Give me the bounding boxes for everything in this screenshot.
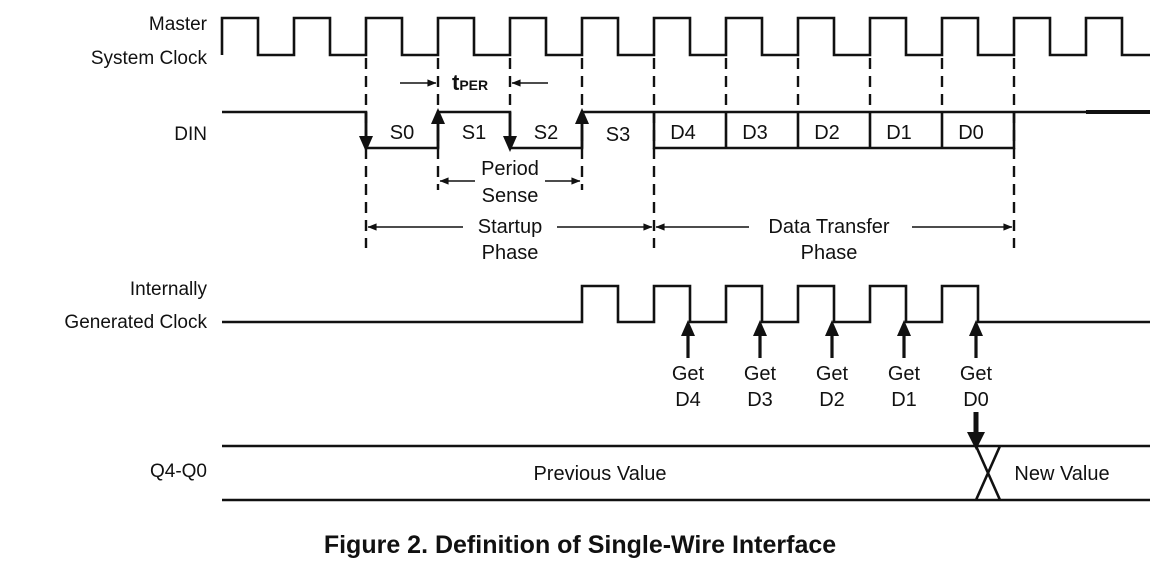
get-arrow-d3 xyxy=(753,320,767,358)
get-arrow-d0 xyxy=(969,320,983,358)
q-bus-waveform xyxy=(222,444,1150,502)
bit-d4: D4 xyxy=(670,122,696,144)
latch-arrow-d0 xyxy=(967,412,985,450)
bit-d1: D1 xyxy=(886,122,912,144)
bit-s0: S0 xyxy=(390,122,414,144)
internal-clock-label-line2: Generated Clock xyxy=(64,312,207,333)
din-rising-edge-s3 xyxy=(575,108,589,148)
q-previous-value: Previous Value xyxy=(533,463,666,485)
data-phase-label-line2: Phase xyxy=(801,242,858,264)
tper-sub: PER xyxy=(459,77,488,93)
master-clock-label-line1: Master xyxy=(149,14,208,35)
startup-phase-label-line1: Startup xyxy=(478,216,542,238)
tper-label: tPER xyxy=(452,70,488,95)
din-data-bus xyxy=(652,112,1016,150)
din-label: DIN xyxy=(174,124,207,145)
q-new-value: New Value xyxy=(1014,463,1109,485)
din-falling-edge-s0 xyxy=(359,112,373,152)
internal-clock-label-line1: Internally xyxy=(130,279,208,300)
get-label-d0-line1: Get xyxy=(960,363,993,385)
data-phase-label-line1: Data Transfer xyxy=(768,216,890,238)
bit-s2: S2 xyxy=(534,122,558,144)
tper-main: t xyxy=(452,70,460,95)
get-label-d3-line2: D3 xyxy=(747,389,773,411)
q-output-label: Q4-Q0 xyxy=(150,461,207,482)
bit-s1: S1 xyxy=(462,122,486,144)
get-arrow-d4 xyxy=(681,320,695,358)
get-arrow-d1 xyxy=(897,320,911,358)
din-falling-edge-s2 xyxy=(503,112,517,152)
get-label-d4-line2: D4 xyxy=(675,389,701,411)
get-label-d4-line1: Get xyxy=(672,363,705,385)
get-label-d0-line2: D0 xyxy=(963,389,989,411)
bit-d3: D3 xyxy=(742,122,768,144)
get-label-d1-line2: D1 xyxy=(891,389,917,411)
get-label-d2-line2: D2 xyxy=(819,389,845,411)
din-rising-edge-s1 xyxy=(431,108,445,148)
bit-d0: D0 xyxy=(958,122,984,144)
get-label-d1-line1: Get xyxy=(888,363,921,385)
bit-s3: S3 xyxy=(606,124,630,146)
startup-phase-label-line2: Phase xyxy=(482,242,539,264)
period-sense-label-line2: Sense xyxy=(482,185,539,207)
figure-caption: Figure 2. Definition of Single-Wire Inte… xyxy=(324,531,836,559)
get-arrow-d2 xyxy=(825,320,839,358)
get-label-d3-line1: Get xyxy=(744,363,777,385)
get-label-d2-line1: Get xyxy=(816,363,849,385)
period-sense-label-line1: Period xyxy=(481,158,539,180)
bit-d2: D2 xyxy=(814,122,840,144)
master-clock-label-line2: System Clock xyxy=(91,48,208,69)
master-clock-waveform xyxy=(220,16,1150,57)
internal-clock-waveform xyxy=(222,284,1150,324)
